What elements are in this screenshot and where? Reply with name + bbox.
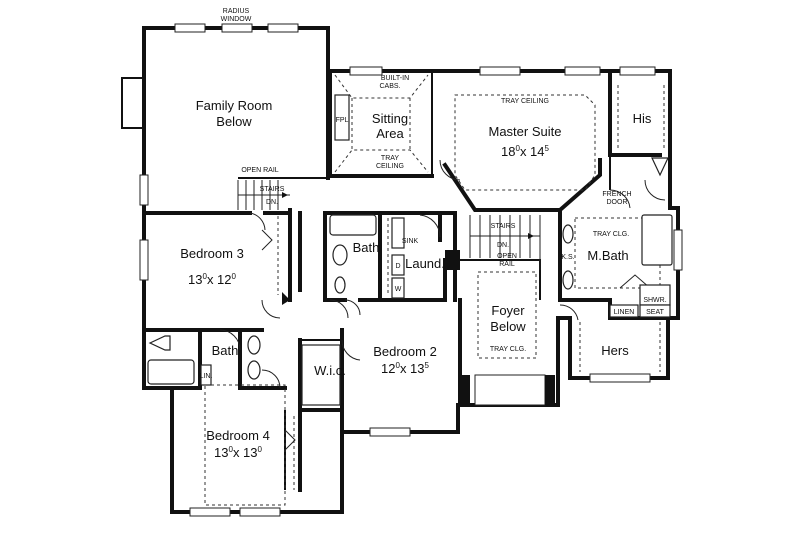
shower-note: SHWR. — [643, 297, 666, 304]
tray-ceiling-sitting-note: TRAY — [381, 155, 399, 162]
dryer-note: D — [395, 263, 400, 270]
sink-note: SINK — [402, 238, 419, 245]
fixtures — [147, 94, 673, 406]
his-closet-label: His — [633, 111, 652, 126]
foyer-sublabel: Below — [490, 319, 526, 334]
open-rail-left-note: OPEN RAIL — [241, 167, 278, 174]
built-in-cabs-note-2: CABS. — [379, 83, 400, 90]
open-rail-right-note: OPEN — [497, 253, 517, 260]
down-left-note: DN. — [266, 199, 278, 206]
laundry-label: Laund. — [405, 256, 445, 271]
linen-closet-note: LIN. — [200, 373, 213, 380]
down-right-note: DN. — [497, 242, 509, 249]
room-labels: Family Room Below Sitting Area Master Su… — [180, 98, 652, 460]
seat-note: SEAT — [646, 309, 664, 316]
french-door-note: FRENCH — [602, 191, 631, 198]
windows — [139, 23, 683, 517]
foyer-label: Foyer — [491, 303, 525, 318]
tray-clg-foyer-note: TRAY CLG. — [490, 346, 526, 353]
fireplace-note: FPL — [336, 117, 349, 124]
french-door-note-2: DOOR — [607, 199, 628, 206]
stairs-right-note: STAIRS — [491, 223, 516, 230]
interior-walls — [142, 69, 670, 492]
tray-ceilings — [204, 74, 665, 506]
built-in-cabs-note: BUILT-IN — [381, 75, 409, 82]
sitting-area-sublabel: Area — [376, 126, 404, 141]
bedroom-4-label: Bedroom 4 — [206, 428, 270, 443]
bath-upper-label: Bath — [353, 240, 380, 255]
tray-ceiling-master-note: TRAY CEILING — [501, 98, 549, 105]
open-rail-right-note-2: RAIL — [499, 261, 515, 268]
bedroom-3-dims: 130x 120 — [188, 272, 237, 287]
bedroom-4-dims: 130x 130 — [214, 445, 263, 460]
linen-note: LINEN — [614, 309, 635, 316]
bedroom-2-label: Bedroom 2 — [373, 344, 437, 359]
stairs-left-note: STAIRS — [260, 186, 285, 193]
bedroom-2-dims: 120x 135 — [381, 361, 430, 376]
plan-notes: RADIUS WINDOW BUILT-IN CABS. FPL TRAY CE… — [200, 8, 667, 380]
bedroom-3-label: Bedroom 3 — [180, 246, 244, 261]
sitting-area-label: Sitting — [372, 111, 408, 126]
radius-window-note: RADIUS — [223, 8, 250, 15]
tray-ceiling-sitting-note-2: CEILING — [376, 163, 404, 170]
washer-note: W — [395, 286, 402, 293]
family-room-sublabel: Below — [216, 114, 252, 129]
knee-space-note: K.S. — [561, 254, 574, 261]
tray-clg-mbath-note: TRAY CLG. — [593, 231, 629, 238]
master-suite-dims: 180x 145 — [501, 144, 550, 159]
doors — [219, 159, 666, 451]
master-bath-label: M.Bath — [587, 248, 628, 263]
stairs — [237, 180, 541, 270]
radius-window-note-2: WINDOW — [221, 16, 252, 23]
bath-lower-label: Bath — [212, 343, 239, 358]
family-room-label: Family Room — [196, 98, 273, 113]
master-suite-label: Master Suite — [489, 124, 562, 139]
walk-in-closet-label: W.i.c. — [314, 363, 346, 378]
hers-closet-label: Hers — [601, 343, 629, 358]
